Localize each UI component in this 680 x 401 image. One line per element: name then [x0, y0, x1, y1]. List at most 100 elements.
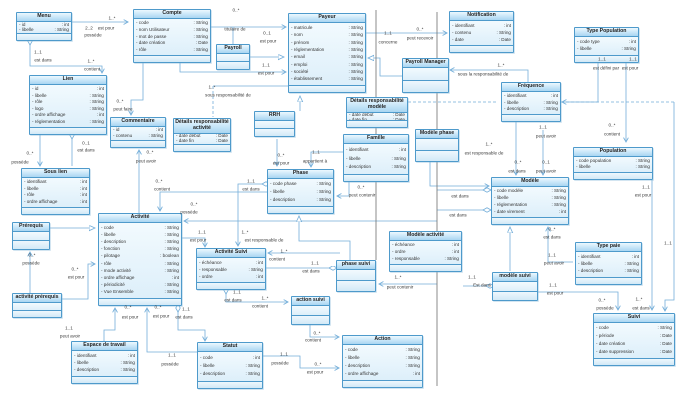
class-box-modele-phase[interactable]: Modèle phase: [415, 129, 459, 162]
class-box-payroll[interactable]: Payroll: [216, 44, 250, 70]
class-title: Compte: [134, 10, 210, 19]
class-attributes: - identifiant: int- contenu: String- dat…: [450, 20, 513, 46]
attribute-name: - réglementation: [32, 118, 66, 124]
class-box-modele-suivi[interactable]: modèle suivi: [492, 272, 538, 301]
class-title: Détails responsabilité activité: [174, 119, 230, 134]
class-box-menu[interactable]: Menu- id: int- libelle: String: [16, 12, 72, 41]
attribute-name: - description: [74, 367, 100, 373]
attribute-row: - identifiant: int: [452, 23, 511, 29]
class-operations: [416, 150, 458, 161]
class-box-phase[interactable]: Phase- code phase: String- libelle: Stri…: [267, 169, 334, 214]
attribute-row: - libelle: String: [270, 189, 331, 195]
attribute-name: - Vue Ensemble: [101, 289, 134, 295]
attribute-row: - ordre affichage: int: [24, 199, 87, 205]
class-attributes: - id: int- contenu: String: [111, 126, 165, 141]
attribute-row: - identifiant: int: [578, 254, 639, 260]
class-box-famille[interactable]: Famille- identifiant: int- libelle: Stri…: [343, 134, 409, 182]
attribute-row: - code modèle: String: [494, 189, 566, 194]
class-attributes: - code type: int- libelle: String: [575, 36, 638, 56]
class-box-sous-lien[interactable]: Sous lien- identifiant: int- libelle: in…: [21, 168, 90, 215]
class-box-statut[interactable]: Statut- code: int- libelle: String- desc…: [197, 342, 263, 389]
class-operations: [174, 145, 230, 151]
class-title: Modèle: [492, 178, 568, 187]
class-box-notification[interactable]: Notification- identifiant: int- contenu:…: [449, 11, 514, 53]
class-title: Payroll Manager: [403, 59, 448, 68]
attribute-row: - libelle: String: [578, 261, 639, 267]
relationship-line-27: [160, 191, 267, 211]
relationship-line-32: [62, 264, 95, 300]
class-operations: [22, 208, 89, 214]
class-attributes: - code phase: String- libelle: String- d…: [268, 178, 333, 207]
class-box-prerequis[interactable]: Prérequis: [12, 222, 50, 250]
class-box-commentaire[interactable]: Commentaire- id: int- contenu: String: [110, 117, 166, 148]
class-box-lien[interactable]: Lien- id: int- libelle: String- rôle: St…: [29, 75, 107, 135]
attribute-type: : String: [120, 360, 135, 366]
attribute-name: - code: [136, 20, 149, 26]
attribute-row: - id: int: [32, 86, 104, 92]
attribute-type: : String: [391, 164, 406, 170]
attribute-row: - identifiant: int: [504, 93, 558, 99]
class-box-type-paie[interactable]: Type paie- identifiant: int- libelle: St…: [575, 242, 642, 285]
attribute-name: - libelle: [494, 195, 509, 201]
attribute-type: : int: [255, 259, 263, 265]
attribute-name: - ordre affichage: [32, 112, 66, 118]
class-box-activite-suivi[interactable]: Activité Suivi- échéance: int- responsab…: [196, 248, 266, 290]
attribute-row: - description: String: [345, 363, 420, 369]
attribute-row: - ordre: int: [392, 249, 459, 255]
attribute-row: - libelle: String: [19, 27, 69, 33]
attribute-row: - code type: int: [577, 39, 636, 45]
attribute-name: - contenu: [452, 29, 472, 35]
attribute-type: : Date: [215, 138, 228, 144]
class-box-payeur[interactable]: Payeur- matricule: String- nom: String- …: [288, 13, 366, 93]
class-attributes: - code modèle: String- libelle: String- …: [492, 186, 568, 218]
relationship-line-33: [103, 308, 115, 341]
attribute-type: : String: [348, 39, 363, 45]
class-title: Prérequis: [13, 223, 49, 232]
class-title: activité prérequis: [13, 294, 61, 303]
attribute-name: - emploi: [291, 61, 308, 67]
attribute-type: : String: [193, 26, 208, 32]
class-attributes: [13, 302, 61, 311]
attribute-type: : String: [164, 239, 179, 245]
class-box-frequence[interactable]: Fréquence- identifiant: int- libelle: St…: [501, 82, 561, 122]
class-box-compte[interactable]: Compte- code: String- nom Utilisateur: S…: [133, 9, 211, 63]
class-box-action-suivi[interactable]: action suivi: [291, 296, 330, 325]
class-attributes: - code: String- nom Utilisateur: String-…: [134, 18, 210, 56]
class-attributes: [416, 138, 458, 151]
class-box-activite[interactable]: Activité- code: String- libelle: String-…: [98, 213, 182, 306]
class-box-phase-suivi[interactable]: phase suivi: [336, 260, 376, 292]
class-box-details-responsabilite-modele[interactable]: Détails responsabilité modèle- date débu…: [346, 97, 408, 128]
class-attributes: - échéance: int- responsable: String- or…: [197, 257, 265, 283]
attribute-name: - libelle: [504, 99, 519, 105]
class-title: Payroll: [217, 45, 249, 54]
attribute-row: - Vue Ensemble: String: [101, 289, 179, 295]
class-box-modele-activite[interactable]: Modèle activité- échéance: int- ordre: i…: [389, 231, 462, 272]
attribute-name: - date fin: [349, 117, 367, 121]
attribute-type: : String: [551, 201, 566, 207]
relationship-line-26: [238, 184, 266, 246]
class-box-action[interactable]: Action- code: String- libelle: String- d…: [342, 335, 423, 388]
attribute-row: - mot de passe: String: [136, 34, 208, 40]
class-box-rrh[interactable]: RRH: [254, 111, 295, 137]
class-box-type-population[interactable]: Type Population- code type: int- libelle…: [574, 27, 639, 63]
attribute-name: - rôle: [32, 99, 43, 105]
attribute-row: - réglementation: String: [32, 118, 104, 125]
class-box-payroll-manager[interactable]: Payroll Manager: [402, 58, 449, 93]
class-operations: [198, 382, 262, 388]
relationship-line-47: [538, 291, 618, 310]
class-box-activite-prerequis[interactable]: activité prérequis: [12, 293, 62, 318]
relationship-line-42: [263, 355, 339, 368]
attribute-row: - identifiant: int: [346, 147, 406, 153]
class-operations: [217, 62, 249, 69]
class-box-details-responsabilite-activite[interactable]: Détails responsabilité activité- date dé…: [173, 118, 231, 152]
class-box-population[interactable]: Population- code population: String- lib…: [573, 147, 653, 180]
class-box-espace-de-travail[interactable]: Espace de travail- identifiant: int- lib…: [71, 341, 138, 384]
class-attributes: - identifiant: int- libelle: String- des…: [344, 143, 408, 175]
class-attributes: [403, 67, 448, 81]
class-box-suivi[interactable]: Suivi- code: String- période: Date- date…: [593, 313, 675, 366]
class-box-modele[interactable]: Modèle- code modèle: String- libelle: St…: [491, 177, 569, 225]
attribute-row: - libelle: String: [494, 195, 566, 201]
class-title: action suivi: [292, 297, 329, 306]
attribute-name: - prénom: [291, 39, 310, 45]
attribute-name: - code phase: [270, 181, 297, 187]
